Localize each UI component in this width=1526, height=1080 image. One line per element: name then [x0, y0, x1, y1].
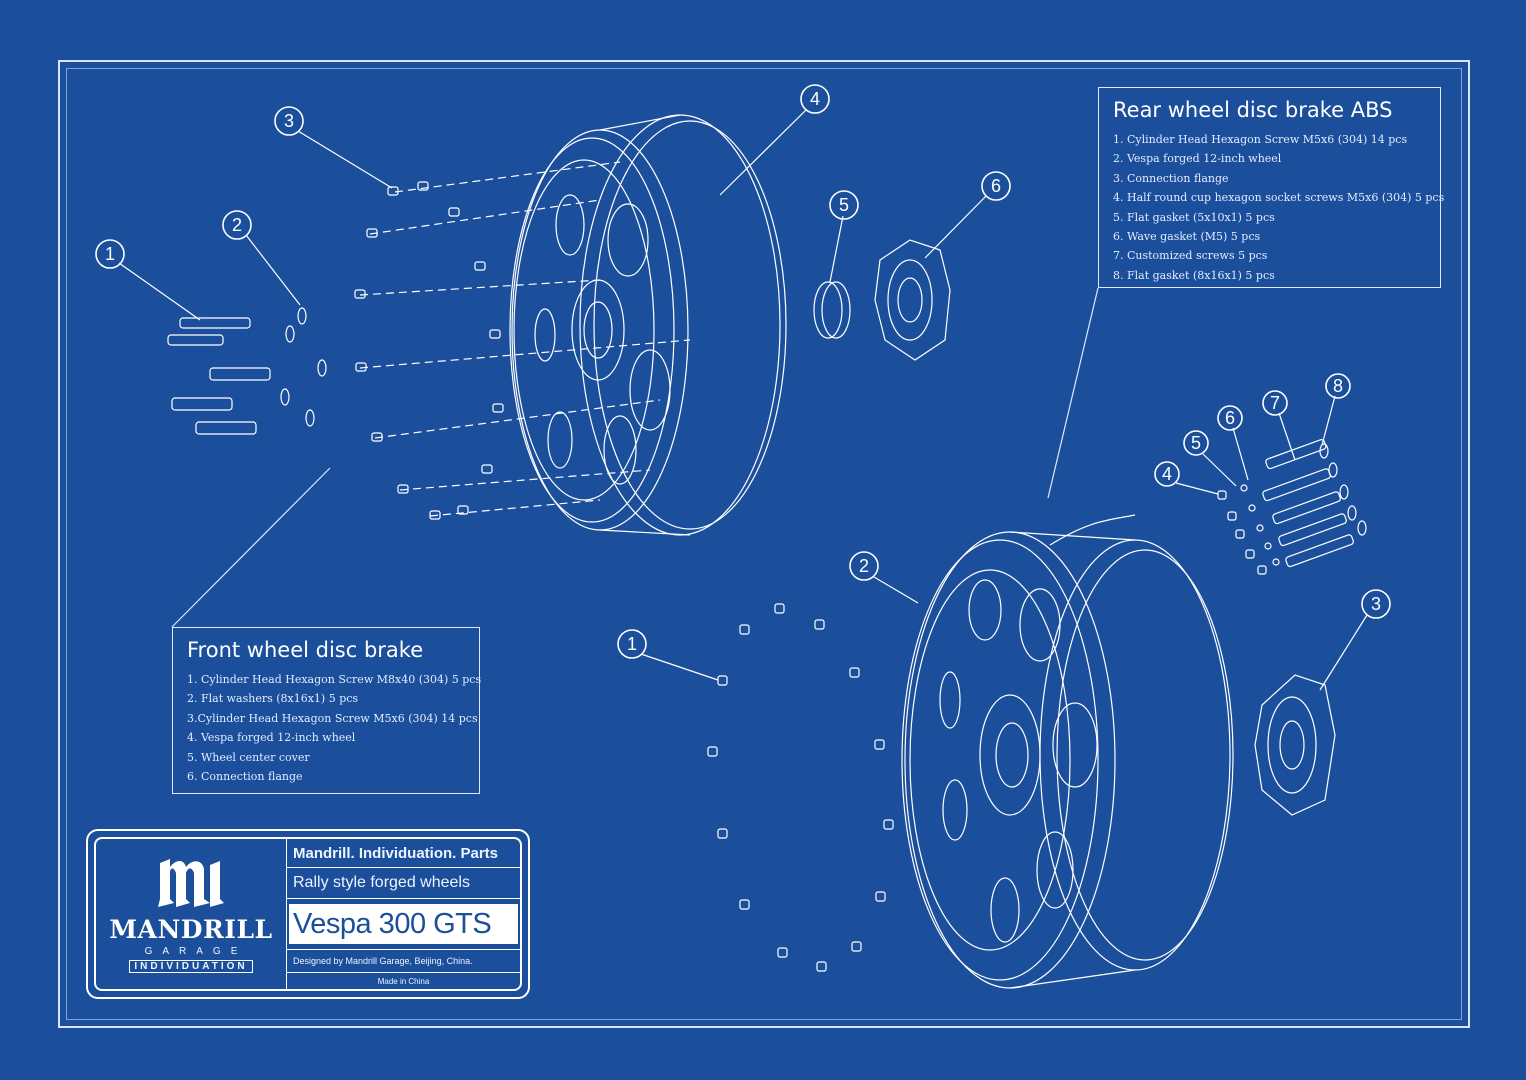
- front-callout-4: 4: [800, 84, 830, 114]
- front-callout-2: 2: [222, 210, 252, 240]
- front-small-screw-heads: [354, 181, 504, 520]
- front-legend-item: 3.Cylinder Head Hexagon Screw M5x6 (304)…: [187, 711, 478, 725]
- rear-callout-4-label: 4: [1162, 464, 1172, 484]
- rear-callout-5-label: 5: [1191, 433, 1201, 453]
- rear-legend-item: 5. Flat gasket (5x10x1) 5 pcs: [1113, 210, 1275, 224]
- rear-callout-2: 2: [849, 551, 879, 581]
- rear-callout-8-label: 8: [1333, 376, 1343, 396]
- front-callout-1: 1: [95, 239, 125, 269]
- title-line-2: Rally style forged wheels: [287, 868, 520, 899]
- front-washers: [280, 307, 327, 427]
- rear-legend-item: 7. Customized screws 5 pcs: [1113, 249, 1268, 263]
- front-callouts: 1 2 3 4 5 6: [95, 84, 1011, 269]
- rear-callout-2-label: 2: [859, 556, 869, 576]
- rear-small-screws: [707, 603, 894, 972]
- front-callout-3: 3: [274, 106, 304, 136]
- rear-callout-6: 6: [1217, 405, 1243, 431]
- rear-legend-item: 6. Wave gasket (M5) 5 pcs: [1113, 230, 1261, 244]
- brand-individuation: INDIVIDUATION: [129, 960, 253, 973]
- title-block-inner: MANDRILL GARAGE INDIVIDUATION Mandrill. …: [94, 837, 522, 991]
- front-flange: [874, 239, 951, 361]
- rear-callout-3-label: 3: [1371, 594, 1381, 614]
- front-legend: Front wheel disc brake 1. Cylinder Head …: [172, 627, 482, 794]
- front-small-screws: [359, 161, 691, 517]
- model-row: Vespa 300 GTS: [287, 899, 520, 950]
- front-legend-item: 5. Wheel center cover: [187, 750, 310, 764]
- inner-frame: [66, 68, 1462, 1020]
- front-callout-leaders: [118, 109, 987, 321]
- front-legend-item: 2. Flat washers (8x16x1) 5 pcs: [187, 692, 359, 706]
- rear-callouts: 1 2 3 4 5 6 7 8: [617, 373, 1391, 659]
- front-legend-title: Front wheel disc brake: [187, 638, 424, 662]
- front-callout-4-label: 4: [810, 89, 820, 109]
- rear-callout-6-label: 6: [1225, 408, 1235, 428]
- rear-screw-cluster: [1217, 439, 1367, 575]
- rear-callout-8: 8: [1325, 373, 1351, 399]
- front-callout-1-label: 1: [105, 244, 115, 264]
- front-legend-list: 1. Cylinder Head Hexagon Screw M8x40 (30…: [187, 670, 482, 786]
- rear-callout-1-label: 1: [627, 634, 637, 654]
- rear-callout-7-label: 7: [1270, 393, 1280, 413]
- rear-legend-item: 8. Flat gasket (8x16x1) 5 pcs: [1113, 268, 1275, 282]
- rear-legend-item: 4. Half round cup hexagon socket screws …: [1113, 191, 1445, 205]
- front-callout-5: 5: [829, 190, 859, 220]
- front-center-cover: [813, 281, 851, 339]
- model-name: Vespa 300 GTS: [289, 904, 518, 944]
- rear-legend-item: 1. Cylinder Head Hexagon Screw M5x6 (304…: [1113, 133, 1408, 146]
- rear-legend-item: 2. Vespa forged 12-inch wheel: [1113, 152, 1282, 166]
- designed-by: Designed by Mandrill Garage, Beijing, Ch…: [287, 950, 520, 973]
- rear-legend-item: 3. Connection flange: [1113, 171, 1229, 185]
- front-callout-6-label: 6: [991, 176, 1001, 196]
- rear-legend-list: 1. Cylinder Head Hexagon Screw M5x6 (304…: [1113, 130, 1445, 285]
- front-legend-item: 4. Vespa forged 12-inch wheel: [187, 731, 356, 745]
- front-legend-item: 1. Cylinder Head Hexagon Screw M8x40 (30…: [187, 673, 482, 686]
- title-line-1: Mandrill. Individuation. Parts: [287, 839, 520, 868]
- front-callout-6: 6: [981, 171, 1011, 201]
- brand-name: MANDRILL: [109, 915, 273, 944]
- rear-wheel: [901, 514, 1234, 989]
- rear-callout-leaders: [640, 395, 1368, 691]
- rear-callout-5: 5: [1183, 430, 1209, 456]
- front-callout-2-label: 2: [232, 215, 242, 235]
- title-block: MANDRILL GARAGE INDIVIDUATION Mandrill. …: [86, 829, 530, 999]
- front-legend-leader: [171, 467, 331, 628]
- title-info: Mandrill. Individuation. Parts Rally sty…: [287, 839, 520, 989]
- rear-callout-7: 7: [1262, 390, 1288, 416]
- mandrill-logo-icon: [158, 859, 224, 907]
- rear-callout-4: 4: [1154, 461, 1180, 487]
- front-wheel: [509, 114, 787, 536]
- rear-legend-leader: [1047, 287, 1099, 499]
- made-in: Made in China: [377, 976, 430, 986]
- rear-callout-3: 3: [1361, 589, 1391, 619]
- front-callout-5-label: 5: [839, 195, 849, 215]
- rear-legend-title: Rear wheel disc brake ABS: [1113, 98, 1393, 122]
- front-long-screws: [167, 317, 271, 435]
- rear-callout-1: 1: [617, 629, 647, 659]
- rear-legend: Rear wheel disc brake ABS 1. Cylinder He…: [1098, 87, 1445, 288]
- front-callout-3-label: 3: [284, 111, 294, 131]
- rear-flange: [1254, 674, 1336, 816]
- front-legend-item: 6. Connection flange: [187, 770, 303, 784]
- logo: MANDRILL GARAGE INDIVIDUATION: [96, 839, 287, 989]
- brand-garage: GARAGE: [144, 946, 248, 957]
- outer-frame: [58, 60, 1470, 1028]
